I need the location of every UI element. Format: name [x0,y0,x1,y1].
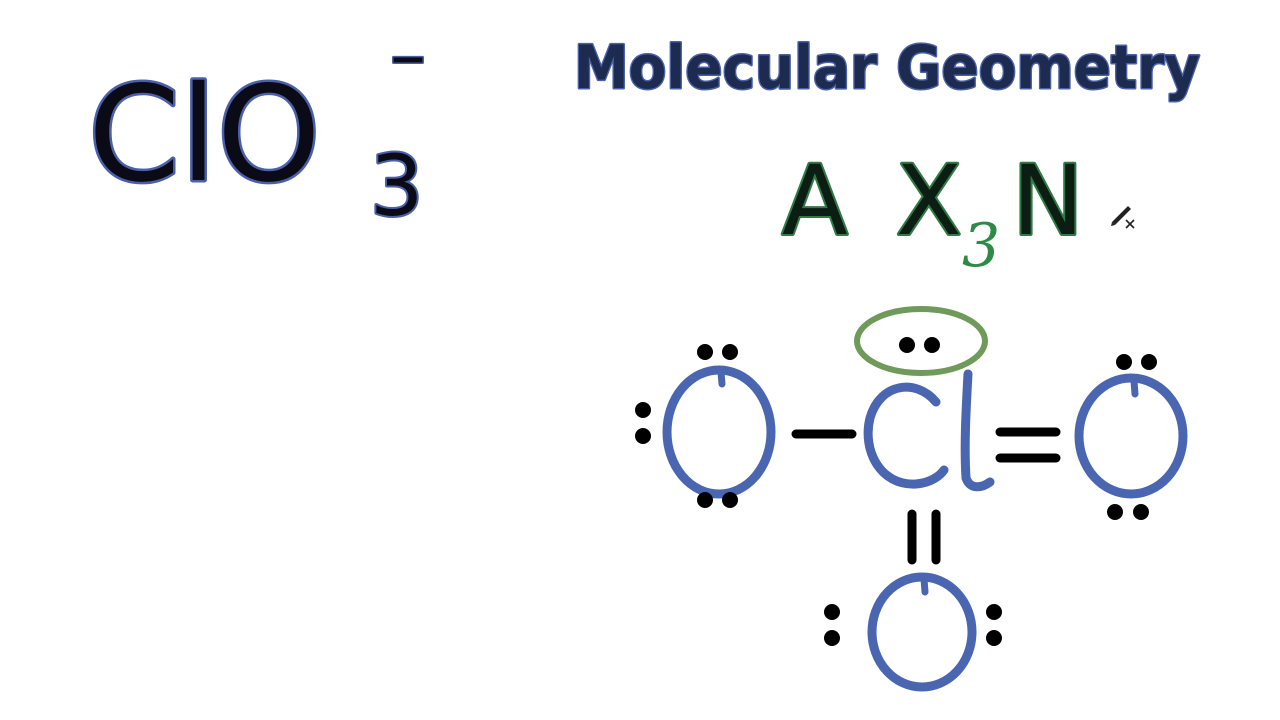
axe-n: N [1012,145,1084,257]
chemical-formula: ClO 3 – [86,12,428,238]
double-bond-right [995,427,1061,463]
formula-subscript: 3 [370,137,423,235]
formula-charge: – [390,13,426,97]
axe-x-subscript: 3 [962,211,1000,281]
pen-cursor-icon [1111,206,1135,229]
axe-a: A [782,145,848,257]
cl-letter-c [863,382,949,489]
central-atom-cl [863,369,995,492]
double-bond-bottom [907,509,941,565]
formula-symbol: ClO [88,58,321,212]
cl-letter-l [960,369,995,492]
lewis-structure [635,306,1188,692]
left-oxygen [635,344,776,508]
right-oxygen [1074,354,1188,520]
axe-notation: A X 3 N [780,143,1086,281]
cl-lone-pair [899,337,940,353]
axe-x: X [896,145,962,257]
page-title: Molecular Geometry [574,33,1200,103]
lone-pair-highlight [854,306,988,376]
bottom-oxygen [824,572,1002,692]
